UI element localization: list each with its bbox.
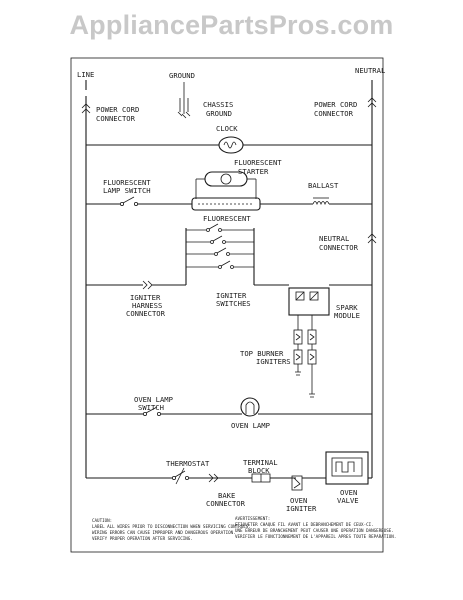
oven-igniter-label-2: IGNITER — [286, 504, 317, 513]
bake-connector-label-2: CONNECTOR — [206, 499, 246, 508]
power-cord-right-label-1: POWER CORD — [314, 100, 357, 109]
french-notes: AVERTISSEMENT: ETIQUETER CHAQUE FIL AVAN… — [235, 516, 396, 539]
fluorescent-label: FLUORESCENT — [203, 214, 251, 223]
oven-igniter-label-1: OVEN — [290, 496, 307, 505]
igniter-harness-connector-symbol — [142, 280, 153, 290]
oven-lamp-symbol — [240, 397, 260, 417]
french-line-1: ETIQUETER CHAQUE FIL AVANT LE DEBRANCHEM… — [235, 522, 374, 527]
clock-label: CLOCK — [216, 124, 238, 133]
oven-lamp-switch-label-2: SWITCH — [138, 403, 164, 412]
igniter-switches-label-2: SWITCHES — [216, 299, 251, 308]
power-cord-left-label-1: POWER CORD — [96, 105, 139, 114]
ballast-label: BALLAST — [308, 181, 339, 190]
igniter-harness-label-2: HARNESS — [132, 301, 162, 310]
bake-connector-symbol — [208, 473, 219, 483]
fluorescent-lamp-switch-label-2: LAMP SWITCH — [103, 186, 151, 195]
ballast-symbol — [312, 197, 330, 206]
terminal-block-label-1: TERMINAL — [243, 458, 278, 467]
neutral-connector-symbol — [367, 233, 377, 244]
top-burner-igniters-symbol — [293, 315, 317, 398]
fluorescent-lamp-switch-label-1: FLUORESCENT — [103, 178, 151, 187]
french-line-3: VERIFIER LE FONCTIONNEMENT DE L'APPAREIL… — [235, 534, 396, 539]
oven-lamp-switch-label-1: OVEN LAMP — [134, 395, 173, 404]
fluorescent-lamp-switch — [120, 196, 138, 206]
caution-notes: CAUTION: LABEL ALL WIRES PRIOR TO DISCON… — [92, 518, 251, 541]
caution-line-1: LABEL ALL WIRES PRIOR TO DISCONNECTION W… — [92, 524, 251, 529]
spark-module-symbol — [288, 287, 330, 316]
diagram-border — [70, 57, 384, 553]
caution-line-3: VERIFY PROPER OPERATION AFTER SERVICING. — [92, 536, 193, 541]
power-cord-left-label-2: CONNECTOR — [96, 114, 136, 123]
fluorescent-tube-symbol — [191, 197, 261, 211]
bake-connector-label-1: BAKE — [218, 491, 235, 500]
thermostat-symbol — [171, 467, 189, 485]
igniter-harness-label-3: CONNECTOR — [126, 309, 166, 318]
spark-module-label-2: MODULE — [334, 311, 360, 320]
fluorescent-starter-label-2: STARTER — [238, 167, 269, 176]
terminal-block-symbol — [251, 473, 271, 483]
top-burner-igniters-label-2: IGNITERS — [256, 357, 291, 366]
terminal-block-label-2: BLOCK — [248, 466, 270, 475]
spark-module-label-1: SPARK — [336, 303, 358, 312]
oven-lamp-label: OVEN LAMP — [231, 421, 270, 430]
ground-symbol — [177, 82, 191, 119]
ground-label: GROUND — [169, 71, 195, 80]
oven-valve-label-2: VALVE — [337, 496, 359, 505]
oven-lamp-switch — [142, 406, 161, 416]
clock-motor-symbol — [218, 136, 244, 154]
watermark: AppliancePartsPros.com — [69, 10, 394, 40]
chassis-label-1: CHASSIS — [203, 100, 233, 109]
line-label: LINE — [77, 70, 94, 79]
french-line-2: UNE ERREUR DE BRANCHEMENT PEUT CAUSER UN… — [235, 528, 394, 533]
top-burner-igniters-label-1: TOP BURNER — [240, 349, 284, 358]
caution-title: CAUTION: — [92, 518, 112, 523]
french-title: AVERTISSEMENT: — [235, 516, 270, 521]
oven-valve-symbol — [325, 451, 372, 485]
thermostat-label: THERMOSTAT — [166, 459, 210, 468]
power-cord-right-label-2: CONNECTOR — [314, 109, 354, 118]
power-cord-connector-left — [81, 103, 91, 114]
caution-line-2: WIRING ERRORS CAN CAUSE IMPROPER AND DAN… — [92, 530, 236, 535]
neutral-connector-label-1: NEUTRAL — [319, 234, 349, 243]
neutral-connector-label-2: CONNECTOR — [319, 243, 359, 252]
chassis-label-2: GROUND — [206, 109, 232, 118]
igniter-switches-label-1: IGNITER — [216, 291, 247, 300]
igniter-switches-group — [185, 223, 255, 285]
fluorescent-starter-symbol — [195, 171, 257, 199]
oven-igniter-symbol — [291, 475, 303, 491]
fluorescent-starter-label-1: FLUORESCENT — [234, 158, 282, 167]
oven-valve-label-1: OVEN — [340, 488, 357, 497]
igniter-harness-label-1: IGNITER — [130, 293, 161, 302]
neutral-label: NEUTRAL — [355, 66, 385, 75]
power-cord-connector-right — [367, 97, 377, 108]
